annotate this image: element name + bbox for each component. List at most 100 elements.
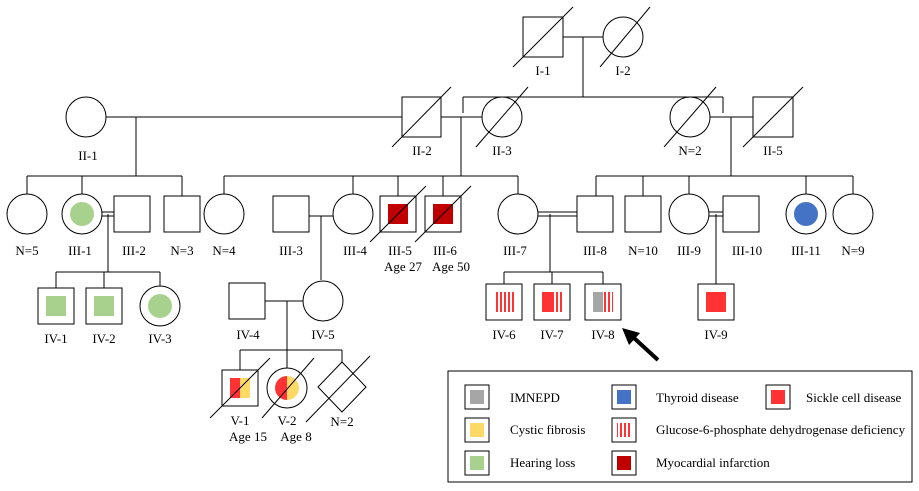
individual-N-4 [203,193,245,235]
deceased-mark [512,6,574,68]
imnepd-fill [593,292,603,312]
individual-II-1 [65,96,107,138]
label-II-5: II-5 [763,143,783,158]
individual-N-2-gen-V [317,361,367,413]
label-I-1: I-1 [535,63,550,78]
label-III-7: III-7 [503,243,527,258]
label-N-2-gen-V: N=2 [330,414,353,429]
individual-N-10 [624,195,662,233]
sickle-cell-fill [230,378,240,398]
individual-III-2 [113,195,151,233]
individual-III-4 [332,193,374,235]
label-IV-6: IV-6 [492,327,516,342]
deceased-mark [599,6,651,68]
label-IV-1: IV-1 [44,331,67,346]
label-V-1: V-1 [230,413,249,428]
g6pd-deficiency-fill [603,292,613,312]
label-V-2-age: Age 8 [280,429,311,444]
label-IV-7: IV-7 [540,327,564,342]
individual-III-8 [576,195,614,233]
label-N-10: N=10 [628,243,658,258]
legend-label-g6pd: Glucose-6-phosphate dehydrogenase defici… [656,422,906,437]
label-V-1-age: Age 15 [229,429,267,444]
legend-fill-hearing-loss [470,456,484,470]
deceased-mark [663,86,717,148]
thyroid-disease-fill [794,202,818,226]
label-N-2-gen-II: N=2 [678,143,701,158]
individual-III-9 [668,193,710,235]
label-III-11: III-11 [791,243,821,258]
legend-label-imnepd: IMNEPD [510,390,560,405]
sickle-cell-fill [542,292,552,312]
label-N-3: N=3 [170,243,193,258]
hearing-loss-fill [94,296,114,316]
label-III-6: III-6 [433,243,457,258]
legend: IMNEPD Cystic fibrosis Hearing loss Thyr… [447,370,913,483]
deceased-mark [475,86,529,148]
label-III-4: III-4 [343,243,367,258]
individual-N-9 [832,193,874,235]
label-IV-5: IV-5 [311,327,334,342]
legend-box [447,370,913,483]
label-III-2: III-2 [122,243,146,258]
sickle-cell-fill [706,292,726,312]
label-IV-9: IV-9 [704,327,727,342]
legend-fill-g6pd [617,423,631,437]
individual-IV-4 [228,282,266,320]
legend-fill-imnepd [470,390,484,404]
arrow-icon [622,328,660,362]
label-IV-2: IV-2 [92,331,115,346]
deceased-mark [261,357,315,419]
deceased-mark [305,355,371,423]
sickle-cell-fill [275,376,287,400]
deceased-mark [209,357,271,419]
individual-III-3 [272,195,310,233]
label-III-9: III-9 [677,243,701,258]
label-IV-8: IV-8 [591,327,614,342]
legend-fill-sickle [771,390,785,404]
label-II-3: II-3 [492,143,512,158]
label-N-5: N=5 [15,243,38,258]
label-III-1: III-1 [68,243,92,258]
label-III-6-age: Age 50 [432,259,470,274]
individual-III-7 [497,193,539,235]
legend-label-cystic-fibrosis: Cystic fibrosis [510,422,585,437]
hearing-loss-fill [46,296,66,316]
label-I-2: I-2 [615,63,630,78]
legend-label-sickle: Sickle cell disease [806,390,902,405]
hearing-loss-fill [70,202,94,226]
g6pd-deficiency-fill [494,292,514,312]
legend-label-hearing-loss: Hearing loss [510,455,575,470]
label-III-5: III-5 [388,243,412,258]
label-III-8: III-8 [583,243,607,258]
label-N-9: N=9 [841,243,864,258]
cystic-fibrosis-fill [240,378,250,398]
deceased-mark [742,86,804,148]
label-II-1: II-1 [78,148,98,163]
hearing-loss-fill [148,294,172,318]
deceased-mark [414,185,472,243]
individual-N-5 [6,193,48,235]
legend-label-thyroid: Thyroid disease [656,390,739,405]
label-III-5-age: Age 27 [384,259,422,274]
individual-III-10 [722,195,760,233]
legend-fill-mi [617,456,631,470]
individual-N-3 [163,195,201,233]
label-IV-3: IV-3 [148,331,171,346]
pedigree-lines [26,36,854,370]
label-IV-4: IV-4 [236,327,260,342]
cystic-fibrosis-fill [287,376,299,400]
label-N-4: N=4 [212,243,236,258]
deceased-mark [391,86,452,148]
legend-label-mi: Myocardial infarction [656,455,770,470]
legend-fill-thyroid [617,390,631,404]
legend-fill-cystic-fibrosis [470,423,484,437]
individual-IV-5 [302,280,344,322]
label-II-2: II-2 [412,143,432,158]
label-III-10: III-10 [732,243,762,258]
g6pd-deficiency-fill [552,292,562,312]
label-III-3: III-3 [279,243,303,258]
deceased-mark [369,185,427,243]
label-V-2: V-2 [277,413,296,428]
